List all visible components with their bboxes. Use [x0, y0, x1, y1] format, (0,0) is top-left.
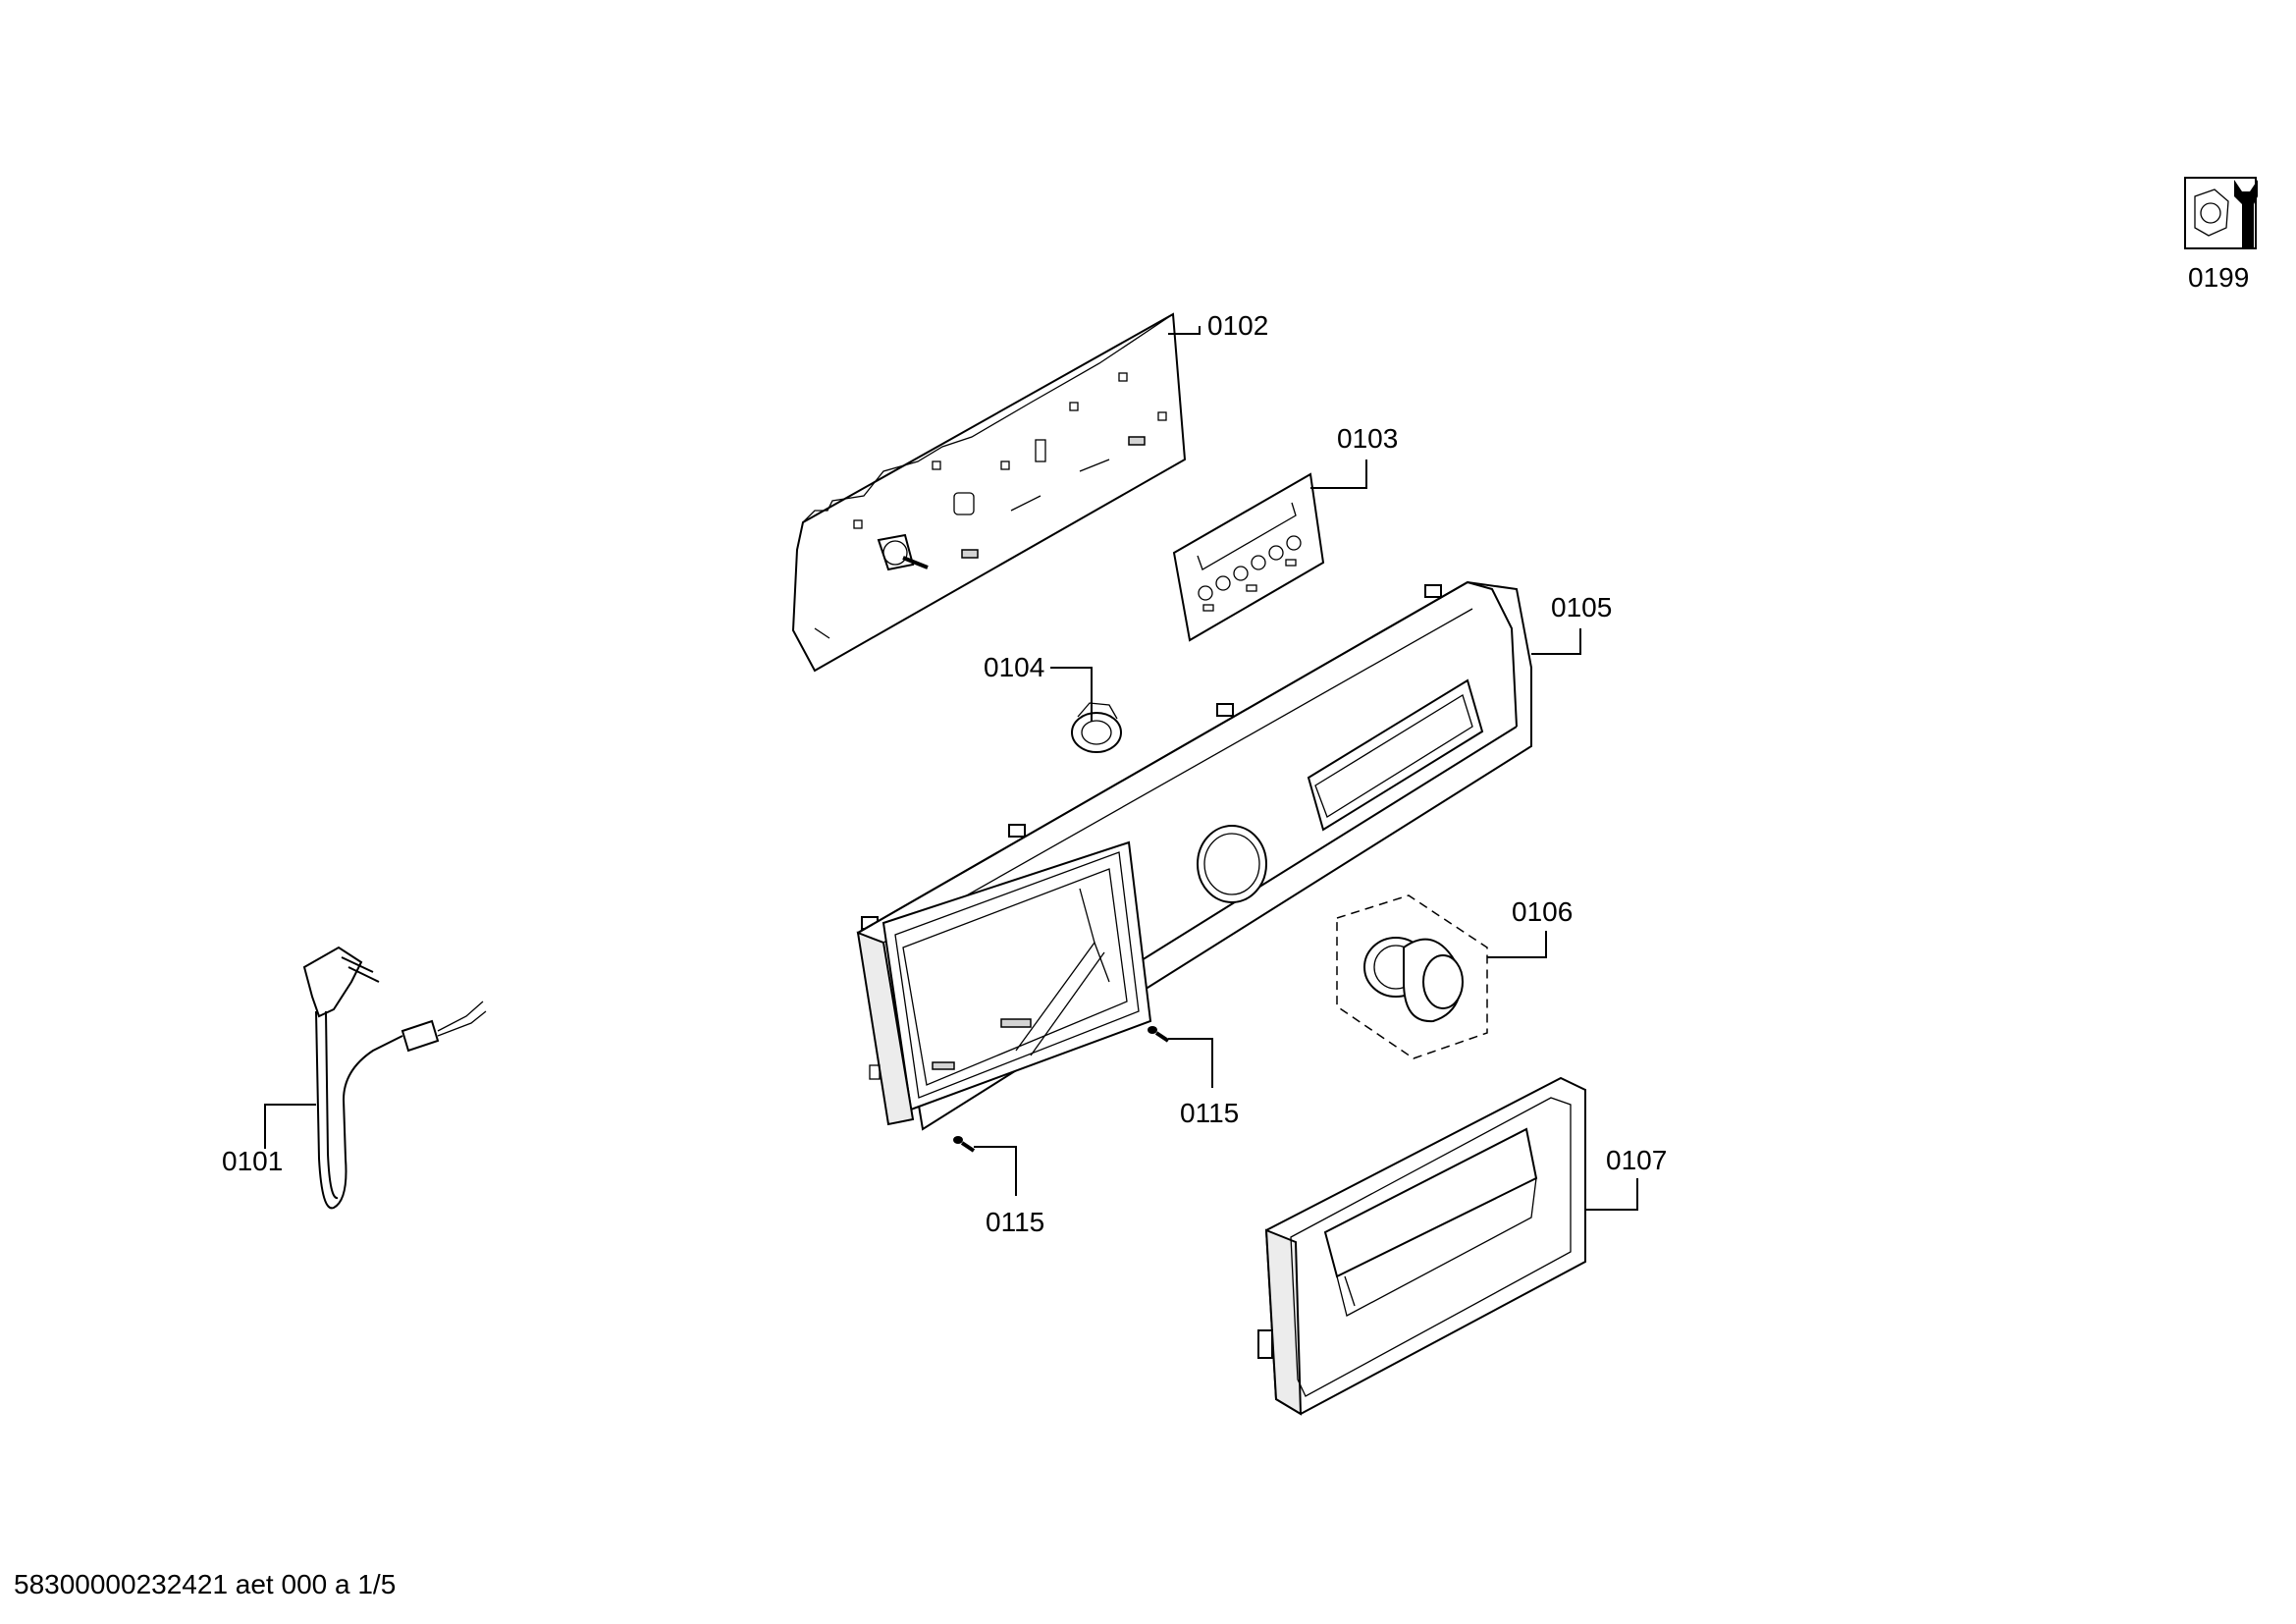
control-board-drawing: [791, 312, 1187, 673]
part-label-0115-upper: 0115: [1180, 1098, 1239, 1128]
service-tools-icon: [2184, 177, 2258, 249]
part-label-0115-lower: 0115: [986, 1207, 1044, 1237]
part-label-0102: 0102: [1207, 310, 1268, 341]
part-label-0107: 0107: [1606, 1145, 1667, 1175]
part-label-0106: 0106: [1512, 896, 1573, 927]
part-label-0101: 0101: [222, 1146, 283, 1176]
control-panel-fascia-drawing: [856, 580, 1532, 1131]
screw-drawing-lower: [953, 1136, 976, 1153]
drawing-footer-code: 58300000232421 aet 000 a 1/5: [14, 1569, 397, 1599]
part-label-0105: 0105: [1551, 592, 1612, 623]
drawer-handle-drawing: [1257, 1076, 1586, 1416]
part-label-0103: 0103: [1337, 423, 1398, 454]
screw-drawing-upper: [1148, 1026, 1170, 1043]
knob-bushing-drawing: [1071, 702, 1122, 753]
program-knob-drawing: [1336, 894, 1488, 1059]
membrane-keypad-drawing: [1172, 472, 1325, 642]
part-label-0199: 0199: [2188, 262, 2249, 293]
part-label-0104: 0104: [984, 652, 1044, 682]
power-cord-drawing: [302, 946, 487, 1210]
